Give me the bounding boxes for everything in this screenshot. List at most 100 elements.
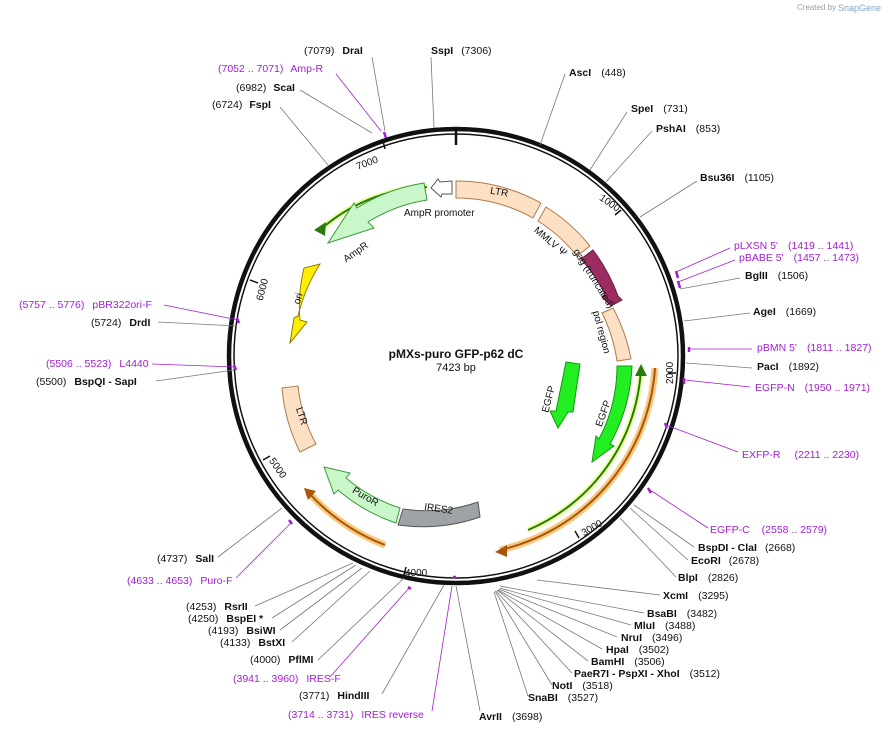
label-bsu36i-pos: (1105)	[744, 172, 774, 184]
label-snabi-name: SnaBI	[528, 692, 558, 704]
label-xcmi-name: XcmI	[663, 590, 688, 602]
label-hindiii[interactable]: (3771)HindIII	[299, 690, 370, 702]
feature-label-ires2: IRES2	[423, 502, 454, 517]
outer-arcs	[304, 184, 659, 557]
label-pbr322ori-f[interactable]: (5757 .. 5776)pBR322ori-F	[19, 299, 152, 311]
mark-pbabe	[676, 280, 682, 289]
label-mlui[interactable]: MluI(3488)	[634, 620, 695, 632]
label-drdi[interactable]: (5724)DrdI	[91, 317, 150, 329]
leader-drai	[371, 56, 386, 132]
label-pflmi[interactable]: (4000)PflMI	[250, 654, 314, 666]
label-paci[interactable]: PacI(1892)	[757, 361, 819, 373]
label-pshai-pos: (853)	[696, 123, 721, 135]
label-egfp-c[interactable]: EGFP-C(2558 .. 2579)	[710, 524, 827, 536]
tick-6000	[249, 279, 259, 284]
label-nrui-name: NruI	[621, 632, 642, 644]
label-clai[interactable]: BspDI - ClaI(2668)	[698, 542, 795, 554]
feature-ampr	[326, 182, 428, 244]
label-sali-name: SalI	[195, 553, 214, 565]
label-hindiii-name: HindIII	[337, 690, 369, 702]
label-drai-name: DraI	[342, 45, 363, 57]
label-asci[interactable]: AscI(448)	[569, 67, 626, 79]
leader-pbr322ori-f	[163, 304, 239, 321]
feature-ori	[289, 263, 322, 345]
label-drai-pos: (7079)	[304, 45, 334, 57]
label-fspi[interactable]: (6724)FspI	[212, 99, 271, 111]
leader-paci	[685, 362, 753, 369]
label-xcmi[interactable]: XcmI (3295)	[663, 590, 728, 602]
tick-7000	[382, 140, 386, 150]
label-sspi[interactable]: SspI(7306)	[431, 45, 492, 57]
label-ires-f[interactable]: (3941 .. 3960)IRES-F	[233, 673, 341, 685]
label-pbabe[interactable]: pBABE 5'(1457 .. 1473)	[739, 252, 859, 264]
label-egfp-n[interactable]: EGFP-N(1950 .. 1971)	[755, 382, 870, 394]
label-bspei[interactable]: (4250)BspEI *	[188, 613, 264, 625]
leader-ecori	[629, 507, 689, 561]
label-bstxi[interactable]: (4133) BstXI	[220, 637, 285, 649]
label-ires-reverse-pos: (3714 .. 3731)	[288, 709, 353, 721]
label-blpi[interactable]: BlpI(2826)	[678, 572, 738, 584]
feature-label-ampr: AmpR	[342, 240, 371, 265]
label-agei[interactable]: AgeI(1669)	[753, 306, 816, 318]
label-bsu36i[interactable]: Bsu36I(1105)	[700, 172, 774, 184]
label-bglii[interactable]: BglII(1506)	[745, 270, 808, 282]
label-ecori-name: EcoRI	[691, 555, 721, 567]
label-pbmn[interactable]: pBMN 5'(1811 .. 1827)	[757, 342, 872, 354]
leader-hpai	[497, 589, 603, 650]
feature-label-ampr-promoter: AmpR promoter	[404, 208, 475, 219]
label-l4440-pos: (5506 .. 5523)	[46, 358, 111, 370]
label-rsrii-name: RsrII	[224, 601, 247, 613]
tick-1000	[614, 209, 622, 216]
feature-pol	[601, 307, 632, 362]
label-ecori[interactable]: EcoRI(2678)	[691, 555, 759, 567]
label-bstxi-pos: (4133)	[220, 637, 250, 649]
label-hpai[interactable]: HpaI(3502)	[606, 644, 669, 656]
leader-hindiii	[381, 584, 445, 695]
label-snabi[interactable]: SnaBI(3527)	[528, 692, 598, 704]
leader-pbabe	[677, 259, 736, 283]
label-puro-f[interactable]: (4633 .. 4653)Puro-F	[127, 575, 232, 587]
feature-ires2	[397, 501, 481, 528]
label-noti-name: NotI	[552, 680, 572, 692]
label-blpi-pos: (2826)	[708, 572, 738, 584]
label-spei[interactable]: SpeI(731)	[631, 103, 688, 115]
label-bamhi[interactable]: BamHI(3506)	[591, 656, 665, 668]
label-bstxi-name: BstXI	[258, 637, 285, 649]
leader-asci	[539, 73, 566, 146]
label-sali[interactable]: (4737)SalI	[157, 553, 214, 565]
label-drdi-pos: (5724)	[91, 317, 121, 329]
label-exfp-r[interactable]: EXFP-R(2211 .. 2230)	[742, 449, 859, 461]
mark-puro-f	[288, 519, 293, 525]
leader-nrui	[498, 588, 618, 638]
label-sspi-name: SspI	[431, 45, 453, 57]
label-pbr322ori-f-pos: (5757 .. 5776)	[19, 299, 84, 311]
label-bsabi[interactable]: BsaBI(3482)	[647, 608, 717, 620]
label-plxsn[interactable]: pLXSN 5'(1419 .. 1441)	[734, 240, 853, 252]
label-noti[interactable]: NotI(3518)	[552, 680, 613, 692]
label-sapi[interactable]: (5500)BspQI - SapI	[36, 376, 137, 388]
leader-xhoi	[495, 590, 573, 674]
label-nrui[interactable]: NruI(3496)	[621, 632, 682, 644]
leader-fspi	[279, 106, 329, 166]
leader-bsabi	[499, 585, 645, 614]
label-agei-pos: (1669)	[786, 306, 816, 318]
leader-avrii	[455, 585, 481, 712]
label-xhoi[interactable]: PaeR7I - PspXI - XhoI(3512)	[574, 668, 720, 680]
leader-lines	[151, 56, 753, 712]
primer-marks	[232, 131, 691, 591]
label-xcmi-pos: (3295)	[698, 590, 728, 602]
mark-egfp-c	[646, 487, 653, 494]
label-bsiwi[interactable]: (4193)BsiWI	[208, 625, 276, 637]
label-drai[interactable]: (7079) DraI	[304, 45, 363, 57]
label-pflmi-name: PflMI	[288, 654, 313, 666]
label-avrii[interactable]: AvrII(3698)	[479, 711, 542, 723]
label-ires-reverse[interactable]: (3714 .. 3731)IRES reverse	[288, 709, 424, 721]
label-pshai[interactable]: PshAI(853)	[656, 123, 720, 135]
label-scai[interactable]: (6982)ScaI	[236, 82, 295, 94]
label-rsrii[interactable]: (4253)RsrII	[186, 601, 248, 613]
label-l4440[interactable]: (5506 .. 5523)L4440	[46, 358, 149, 370]
label-amp-r[interactable]: (7052 .. 7071)Amp-R	[218, 63, 323, 75]
leader-xcmi	[536, 579, 661, 596]
label-fspi-pos: (6724)	[212, 99, 242, 111]
